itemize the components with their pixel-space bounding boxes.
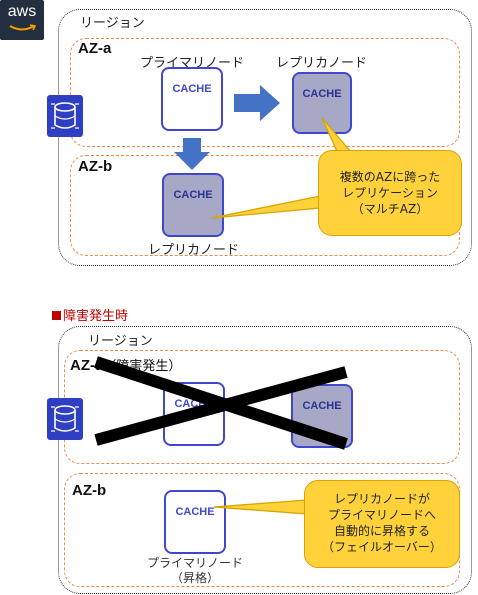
replication-arrow-down-icon bbox=[174, 138, 210, 170]
promoted-primary-cache-node: CACHE bbox=[164, 490, 226, 554]
database-icon bbox=[51, 405, 79, 432]
red-square-icon bbox=[52, 311, 61, 320]
failed-replica-cache-text: CACHE bbox=[302, 400, 342, 412]
multi-az-callout: 複数のAZに跨った レプリケーション （マルチAZ） bbox=[318, 150, 462, 236]
promoted-primary-label-line: （昇格） bbox=[170, 571, 219, 585]
promoted-primary-cache-text: CACHE bbox=[175, 506, 215, 518]
primary-cache-text: CACHE bbox=[172, 83, 212, 95]
elasticache-icon-failure bbox=[47, 398, 83, 440]
failure-section-title: 障害発生時 bbox=[52, 305, 128, 324]
aws-smile-icon bbox=[9, 24, 36, 31]
region-box-normal bbox=[58, 9, 472, 266]
callout-line: 自動的に昇格する bbox=[333, 524, 430, 538]
aws-logo: aws bbox=[0, 0, 44, 40]
primary-cache-node: CACHE bbox=[161, 67, 223, 131]
elasticache-icon-normal bbox=[47, 95, 83, 137]
replica-cache-node-a: CACHE bbox=[292, 72, 352, 134]
az-b-label-failure: AZ-b bbox=[72, 482, 107, 499]
callout-line: （フェイルオーバー） bbox=[322, 540, 442, 554]
replica-node-label-b: レプリカノード bbox=[148, 243, 240, 258]
callout-line: レプリケーション bbox=[342, 186, 438, 200]
region-label-normal: リージョン bbox=[80, 16, 145, 31]
az-a-box-normal bbox=[70, 38, 460, 147]
promoted-primary-label: プライマリノード （昇格） bbox=[128, 556, 262, 586]
callout-line: （マルチAZ） bbox=[351, 202, 429, 216]
promoted-primary-label-line: プライマリノード bbox=[146, 556, 243, 570]
failure-section-title-text: 障害発生時 bbox=[63, 308, 129, 323]
database-icon bbox=[51, 102, 79, 129]
callout-line: プライマリノードへ bbox=[327, 508, 436, 522]
replica-node-label-a: レプリカノード bbox=[276, 56, 368, 71]
region-label-failure: リージョン bbox=[88, 334, 153, 349]
az-a-label-normal: AZ-a bbox=[78, 40, 112, 57]
aws-logo-text: aws bbox=[7, 3, 37, 20]
region-box-failure bbox=[58, 326, 472, 594]
failover-callout: レプリカノードが プライマリノードへ 自動的に昇格する （フェイルオーバー） bbox=[304, 480, 460, 568]
az-b-label-normal: AZ-b bbox=[78, 158, 113, 175]
callout-line: レプリカノードが bbox=[333, 492, 430, 506]
replication-arrow-right-icon bbox=[234, 85, 280, 121]
az-a-label-text: AZ-a bbox=[70, 357, 104, 374]
replica-cache-node-b: CACHE bbox=[162, 173, 224, 237]
replica-cache-text-a: CACHE bbox=[302, 88, 342, 100]
callout-line: 複数のAZに跨った bbox=[339, 170, 441, 184]
replica-cache-text-b: CACHE bbox=[173, 189, 213, 201]
